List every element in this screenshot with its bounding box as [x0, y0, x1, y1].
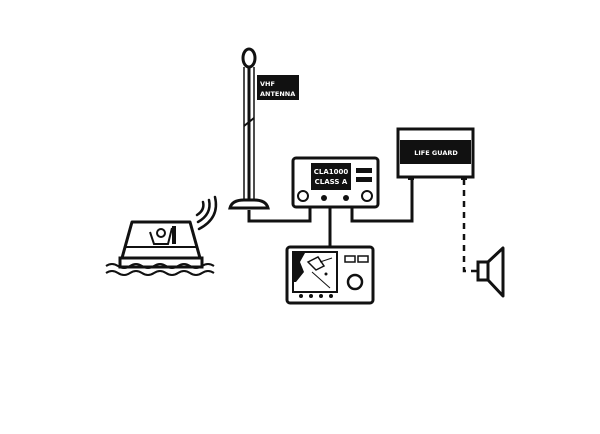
alarm-cable	[350, 179, 414, 223]
alarm-unit-icon: LIFE GUARD	[396, 127, 475, 180]
transponder-label-line2: CLASS A	[315, 178, 348, 186]
vhf-antenna-label: VHF ANTENNA	[257, 75, 299, 100]
cables	[247, 179, 478, 273]
antenna-cable	[247, 207, 312, 223]
signal-waves-icon	[195, 195, 218, 231]
svg-text:VHF: VHF	[260, 80, 275, 88]
alarm-label: LIFE GUARD	[414, 149, 458, 157]
speaker-icon	[476, 246, 505, 298]
speaker-cable	[462, 179, 478, 273]
ais-transponder-icon: CLA1000 CLASS A	[291, 156, 380, 209]
svg-text:ANTENNA: ANTENNA	[260, 90, 295, 98]
transponder-label-line1: CLA1000	[314, 168, 349, 176]
life-raft-icon	[105, 220, 215, 276]
vhf-antenna-icon	[228, 47, 270, 210]
chart-plotter-icon	[285, 245, 375, 305]
